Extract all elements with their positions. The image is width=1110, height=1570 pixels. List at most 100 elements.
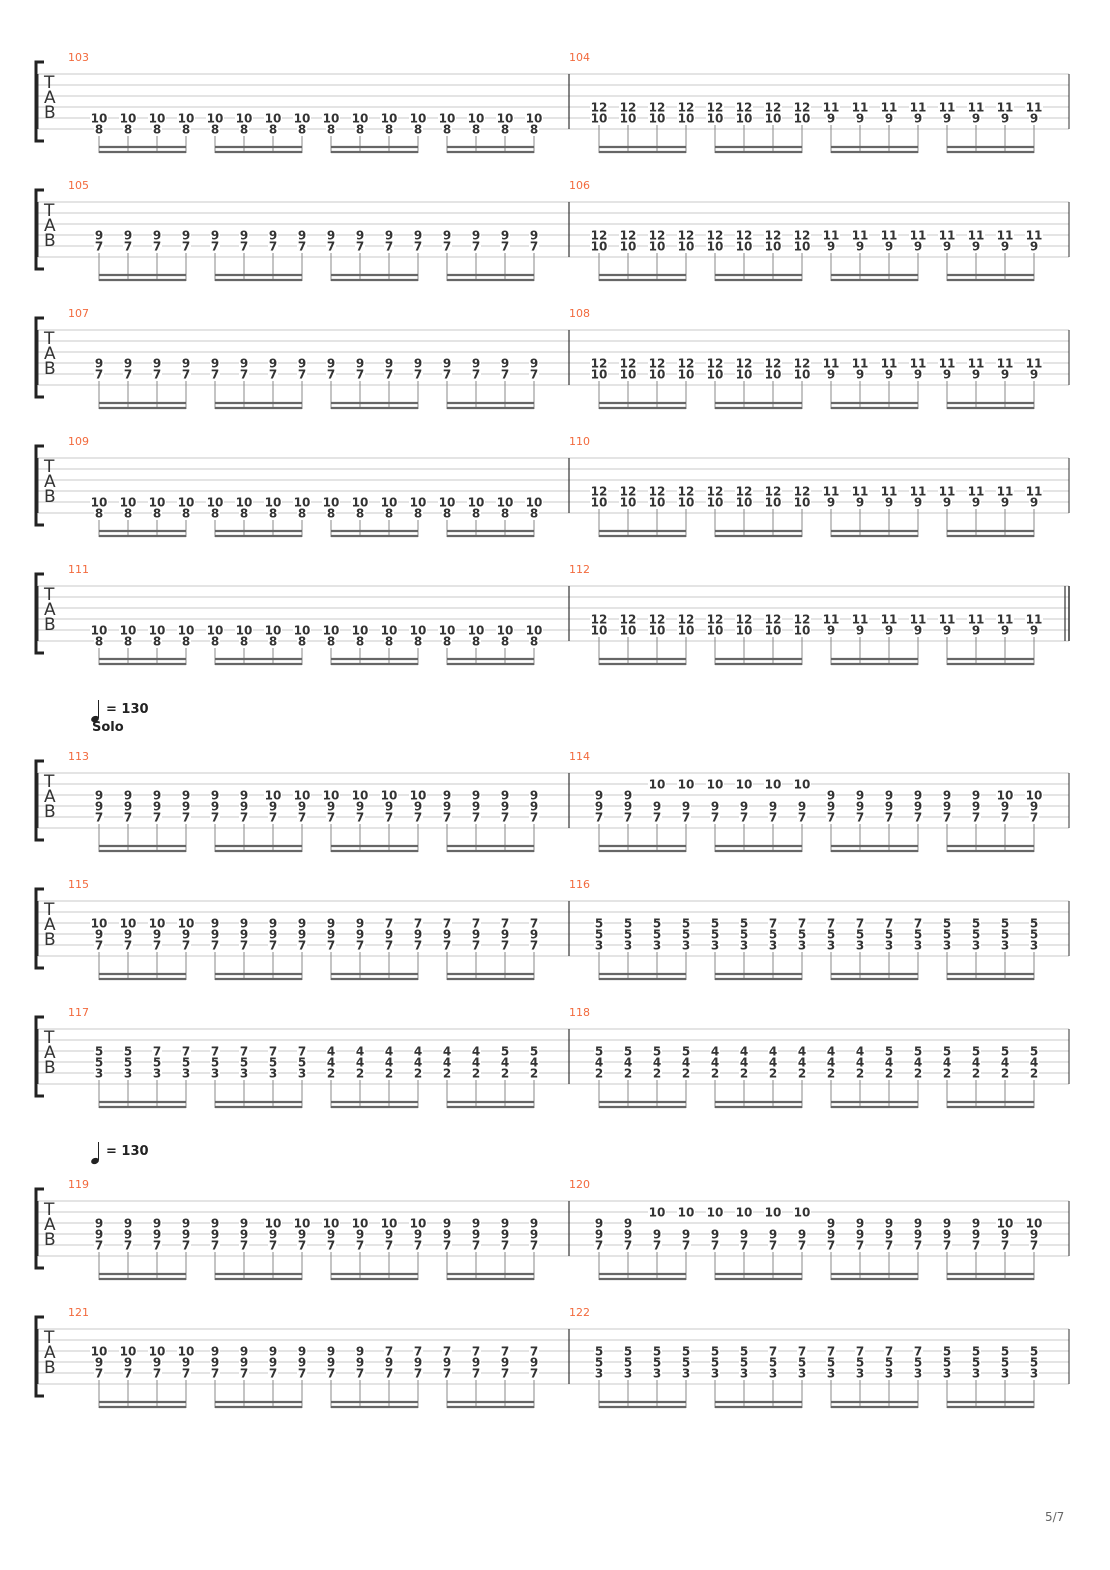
- fret-background: [152, 1229, 162, 1239]
- fret-background: [942, 1368, 952, 1378]
- measure-number: 105: [68, 179, 89, 192]
- fret-background: [826, 790, 836, 800]
- chord: 108: [438, 112, 456, 153]
- fret-background: [181, 241, 191, 251]
- fret-number: 11: [881, 485, 898, 499]
- chord: 108: [380, 624, 398, 665]
- fret-number: 5: [211, 1056, 219, 1070]
- fret-number: 11: [881, 101, 898, 115]
- chord: 97: [210, 357, 220, 409]
- fret-background: [152, 940, 162, 950]
- fret-number: 9: [182, 1356, 190, 1370]
- fret-number: 9: [124, 1217, 132, 1231]
- fret-background: [90, 1346, 108, 1356]
- chord: 108: [264, 624, 282, 665]
- fret-number: 8: [124, 635, 132, 649]
- fret-background: [971, 1357, 981, 1367]
- fret-background: [971, 790, 981, 800]
- fret-background: [590, 102, 608, 112]
- fret-background: [264, 625, 282, 635]
- fret-number: 7: [1030, 811, 1038, 825]
- fret-number: 7: [95, 1239, 103, 1253]
- fret-number: 9: [269, 1345, 277, 1359]
- fret-background: [913, 113, 923, 123]
- fret-number: 7: [530, 939, 538, 953]
- fret-number: 8: [327, 635, 335, 649]
- chord: 108: [525, 624, 543, 665]
- fret-background: [380, 497, 398, 507]
- fret-background: [500, 790, 510, 800]
- fret-background: [822, 230, 840, 240]
- fret-number: 10: [765, 624, 782, 638]
- fret-background: [438, 113, 456, 123]
- fret-background: [268, 241, 278, 251]
- fret-number: 7: [124, 1367, 132, 1381]
- fret-number: 3: [269, 1067, 277, 1081]
- fret-number: 9: [124, 800, 132, 814]
- fret-background: [913, 1046, 923, 1056]
- fret-background: [677, 1207, 695, 1217]
- chord: 797: [471, 917, 481, 980]
- tab-system: TAB1175535537537537537537537534424424424…: [34, 1006, 1070, 1109]
- system-bracket: [34, 60, 44, 143]
- fret-number: 7: [95, 811, 103, 825]
- fret-number: 8: [211, 635, 219, 649]
- chord: 797: [384, 917, 394, 980]
- fret-background: [681, 929, 691, 939]
- chord: 97: [181, 357, 191, 409]
- fret-background: [855, 940, 865, 950]
- chord: 753: [913, 1345, 923, 1408]
- fret-background: [297, 358, 307, 368]
- fret-background: [152, 636, 162, 646]
- fret-number: 7: [153, 1367, 161, 1381]
- fret-background: [496, 625, 514, 635]
- fret-number: 7: [182, 811, 190, 825]
- fret-background: [181, 1218, 191, 1228]
- chord: 97: [268, 229, 278, 281]
- fret-background: [971, 1218, 981, 1228]
- fret-background: [326, 918, 336, 928]
- fret-background: [884, 1357, 894, 1367]
- fret-background: [206, 625, 224, 635]
- fret-background: [384, 124, 394, 134]
- fret-number: 3: [798, 939, 806, 953]
- chord: 97: [500, 229, 510, 281]
- fret-background: [500, 1068, 510, 1078]
- fret-number: 2: [711, 1067, 719, 1081]
- fret-number: 4: [972, 1056, 980, 1070]
- fret-number: 12: [707, 613, 724, 627]
- fret-number: 10: [178, 1345, 195, 1359]
- fret-number: 8: [182, 507, 190, 521]
- fret-number: 7: [501, 240, 509, 254]
- fret-number: 4: [740, 1045, 748, 1059]
- fret-background: [706, 779, 724, 789]
- fret-number: 10: [294, 496, 311, 510]
- fret-background: [326, 369, 336, 379]
- fret-background: [1029, 497, 1039, 507]
- fret-background: [181, 358, 191, 368]
- fret-background: [384, 1240, 394, 1250]
- fret-background: [1029, 1229, 1039, 1239]
- chord: 108: [177, 624, 195, 665]
- fret-background: [268, 1346, 278, 1356]
- fret-background: [413, 1346, 423, 1356]
- fret-background: [326, 940, 336, 950]
- fret-number: 7: [356, 240, 364, 254]
- fret-number: 9: [124, 789, 132, 803]
- chord: 97: [268, 357, 278, 409]
- fret-number: 10: [591, 112, 608, 126]
- fret-number: 9: [769, 800, 777, 814]
- fret-background: [797, 1346, 807, 1356]
- fret-number: 7: [472, 1345, 480, 1359]
- fret-number: 10: [149, 112, 166, 126]
- fret-number: 9: [827, 496, 835, 510]
- fret-number: 10: [794, 624, 811, 638]
- fret-number: 10: [91, 1345, 108, 1359]
- fret-background: [94, 1057, 104, 1067]
- fret-number: 5: [856, 928, 864, 942]
- chord: 108: [322, 624, 340, 665]
- fret-background: [996, 1218, 1014, 1228]
